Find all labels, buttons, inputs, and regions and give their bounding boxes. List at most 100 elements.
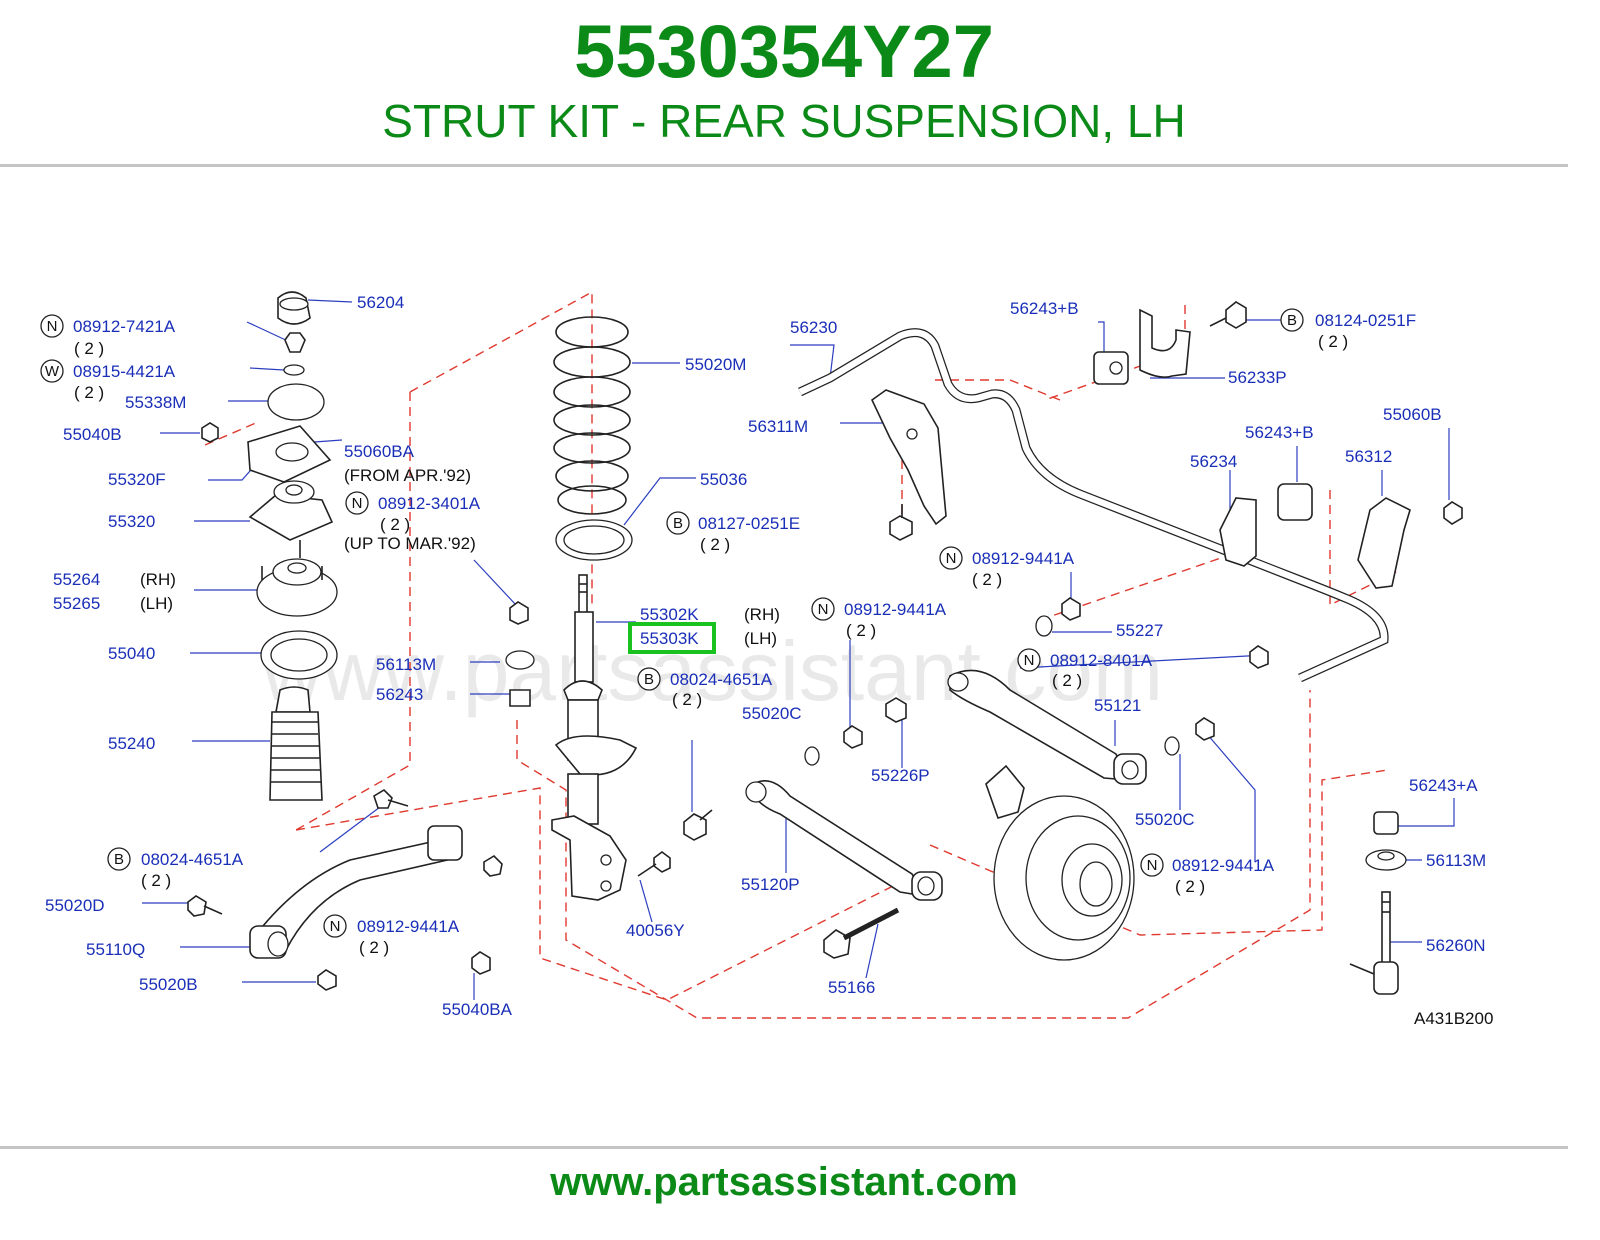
part-label-l50[interactable]: 56113M xyxy=(1426,851,1486,870)
seat-55036 xyxy=(555,519,633,561)
callout-letter: W xyxy=(45,363,60,380)
part-label-l20[interactable]: 55020B xyxy=(139,975,198,994)
part-label-l28[interactable]: 55020C xyxy=(742,704,802,723)
part-label-l8[interactable]: 08912-3401A xyxy=(378,494,481,513)
part-label-l6[interactable]: 55060BA xyxy=(344,442,415,461)
callout-c10: N xyxy=(1140,853,1164,877)
part-label-l33[interactable]: 08124-0251F xyxy=(1315,311,1416,330)
label-55303k[interactable]: 55303K xyxy=(640,629,699,648)
part-label-l34[interactable]: 56233P xyxy=(1228,368,1287,387)
bellows-55240 xyxy=(269,686,323,801)
part-label-l13[interactable]: 56113M xyxy=(376,655,436,674)
part-label-l39[interactable]: 08912-9441A xyxy=(972,549,1075,568)
diagram-code: A431B200 xyxy=(1414,1009,1493,1028)
note-n5: (UP TO MAR.'92) xyxy=(344,534,476,553)
bushing-56243b-top xyxy=(1093,351,1129,385)
part-label-l32[interactable]: 56243+B xyxy=(1010,299,1079,318)
bump-parts xyxy=(505,601,535,707)
bolt-08124 xyxy=(1209,301,1247,329)
highlight-box xyxy=(628,622,716,654)
callout-letter: N xyxy=(47,318,58,335)
part-label-l4[interactable]: 55338M xyxy=(125,393,186,412)
plate-55320f xyxy=(247,425,332,483)
washer-top xyxy=(283,364,305,376)
part-label-l45[interactable]: 55020C xyxy=(1135,810,1195,829)
note-n17: ( 2 ) xyxy=(141,871,171,890)
part-label-l44[interactable]: 55226P xyxy=(871,766,930,785)
callout-circle xyxy=(323,914,347,938)
part-label-l43[interactable]: 55121 xyxy=(1094,696,1141,715)
stabilizer-bar xyxy=(798,328,1389,683)
part-label-l30[interactable]: 56230 xyxy=(790,318,837,337)
seat-55040 xyxy=(260,630,338,680)
seal-55338m xyxy=(267,383,325,421)
bushing-56243a xyxy=(1373,811,1399,835)
part-label-l1[interactable]: 56204 xyxy=(357,293,404,312)
part-label-l18[interactable]: 55110Q xyxy=(86,940,145,959)
callout-c11: B xyxy=(107,847,131,871)
part-label-l16[interactable]: 08024-4651A xyxy=(141,850,244,869)
part-label-l14[interactable]: 56243 xyxy=(376,685,423,704)
callout-c1: N xyxy=(40,314,64,338)
part-label-l3[interactable]: 08915-4421A xyxy=(73,362,176,381)
part-label-l25[interactable]: 55302K xyxy=(640,605,699,624)
bolt-56311m xyxy=(889,504,913,541)
part-label-l41[interactable]: 55227 xyxy=(1116,621,1163,640)
part-label-l31[interactable]: 56311M xyxy=(748,417,808,436)
part-label-l35[interactable]: 55060B xyxy=(1383,405,1442,424)
note-n14: ( 2 ) xyxy=(846,621,876,640)
note-n3: (FROM APR.'92) xyxy=(344,466,471,485)
part-label-l5[interactable]: 55040B xyxy=(63,425,122,444)
part-label-l36[interactable]: 56243+B xyxy=(1245,423,1314,442)
callout-letter: B xyxy=(644,671,654,688)
part-label-l47[interactable]: 55120P xyxy=(741,875,800,894)
link-55120p xyxy=(745,780,943,901)
part-label-l38[interactable]: 56312 xyxy=(1345,447,1392,466)
part-label-l27[interactable]: 08024-4651A xyxy=(670,670,773,689)
part-description: STRUT KIT - REAR SUSPENSION, LH xyxy=(382,95,1186,147)
footer-url[interactable]: www.partsassistant.com xyxy=(550,1160,1018,1204)
footer-divider xyxy=(0,1146,1568,1149)
part-label-l12[interactable]: 55040 xyxy=(108,644,155,663)
part-label-l11[interactable]: 55265 xyxy=(53,594,100,613)
bracket-56312 xyxy=(1357,497,1411,589)
label-group: 5620408912-7421A08915-4421A55338M55040B5… xyxy=(45,293,1486,1019)
part-label-l40[interactable]: 08912-9441A xyxy=(844,600,947,619)
callout-c12: N xyxy=(323,914,347,938)
part-label-l17[interactable]: 55020D xyxy=(45,896,105,915)
callout-c7: N xyxy=(939,546,963,570)
part-label-l15[interactable]: 55240 xyxy=(108,734,155,753)
part-label-l42[interactable]: 08912-8401A xyxy=(1050,651,1153,670)
callout-circle xyxy=(40,314,64,338)
callout-letter: B xyxy=(1287,312,1297,329)
part-label-l7[interactable]: 55320F xyxy=(108,470,166,489)
part-label-l51[interactable]: 56260N xyxy=(1426,936,1486,955)
callout-circle xyxy=(666,511,690,535)
seat-55264 xyxy=(256,540,338,617)
part-label-l21[interactable]: 55040BA xyxy=(442,1000,513,1019)
leader-lines xyxy=(142,299,1455,1000)
bushing-56243b-mid xyxy=(1277,483,1313,521)
part-label-l48[interactable]: 55166 xyxy=(828,978,875,997)
part-label-l49[interactable]: 56243+A xyxy=(1409,776,1478,795)
link-55121 xyxy=(947,669,1147,785)
part-label-l9[interactable]: 55320 xyxy=(108,512,155,531)
part-label-l10[interactable]: 55264 xyxy=(53,570,100,589)
part-label-l29[interactable]: 40056Y xyxy=(626,921,685,940)
callout-circle xyxy=(1280,308,1304,332)
note-n12: ( 2 ) xyxy=(1318,332,1348,351)
part-label-l46[interactable]: 08912-9441A xyxy=(1172,856,1275,875)
seat-56113m-right xyxy=(1365,849,1407,871)
mount-55320 xyxy=(248,480,334,541)
callout-letter: N xyxy=(946,550,957,567)
part-label-l23[interactable]: 55036 xyxy=(700,470,747,489)
part-label-l37[interactable]: 56234 xyxy=(1190,452,1237,471)
arm-55110q xyxy=(249,788,463,959)
note-n7: (LH) xyxy=(140,594,173,613)
callout-circle xyxy=(811,597,835,621)
part-label-l24[interactable]: 08127-0251E xyxy=(698,514,800,533)
part-label-l22[interactable]: 55020M xyxy=(685,355,746,374)
part-label-l19[interactable]: 08912-9441A xyxy=(357,917,460,936)
highlighted-part[interactable]: 55303K xyxy=(628,622,716,654)
part-label-l2[interactable]: 08912-7421A xyxy=(73,317,176,336)
